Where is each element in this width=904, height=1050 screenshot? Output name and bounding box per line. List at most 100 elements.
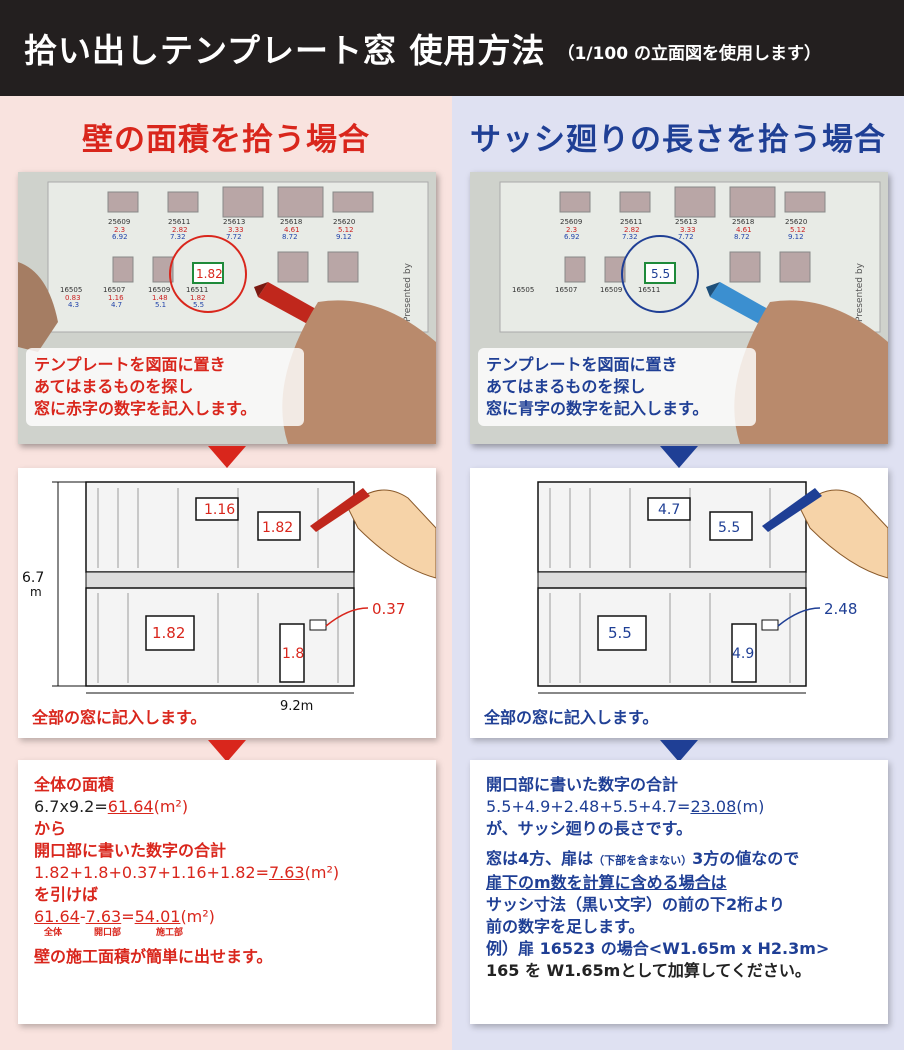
wall-area-calc: 全体の面積 6.7x9.2=61.64(m²) から 開口部に書いた数字の合計 … [18, 760, 436, 1024]
calc-line: 開口部に書いた数字の合計 [34, 841, 227, 860]
photo-code: 16505 [60, 286, 82, 294]
window-label: 1.16 [204, 502, 235, 518]
calc-line: 例）扉 16523 の場合<W1.65m x H2.3m> [486, 939, 830, 958]
photo-value: 6.92 [112, 233, 128, 241]
photo-value: 7.32 [170, 233, 186, 241]
photo-code: 16511 [638, 286, 660, 294]
calc-line: 全体の面積 [34, 775, 115, 794]
calc-line: 開口部に書いた数字の合計 [486, 775, 679, 794]
window-label: 1.82 [262, 520, 293, 536]
calc-line: を引けば [34, 885, 99, 904]
photo-code: 25609 [560, 218, 582, 226]
height-label: 6.7 [22, 570, 44, 586]
photo-code: 25618 [280, 218, 302, 226]
caption-line: あてはまるものを探し [34, 377, 194, 396]
photo-value: 7.32 [622, 233, 638, 241]
elevation-drawing-illustration: 4.7 5.5 5.5 4.9 2.48 [537, 481, 888, 694]
photo-code: 16509 [600, 286, 622, 294]
caption-line: テンプレートを図面に置き [486, 355, 678, 374]
photo-value: 4.61 [736, 226, 752, 234]
height-unit: m [30, 585, 42, 599]
caption-line: 窓に青字の数字を記入します。 [486, 399, 709, 418]
photo-code: 16505 [512, 286, 534, 294]
photo-value: 4.3 [68, 301, 79, 309]
photo-code: 25609 [108, 218, 130, 226]
calc-line: 扉下のm数を計算に含める場合は [486, 873, 727, 892]
caption-line: テンプレートを図面に置き [34, 355, 226, 374]
photo-watermark: Presented by [403, 262, 413, 322]
arrow-down-icon [208, 446, 246, 468]
photo-value: 8.72 [734, 233, 750, 241]
photo-value: 9.12 [336, 233, 352, 241]
window-label: 4.7 [658, 502, 680, 518]
calc-line: が、サッシ廻りの長さです。 [486, 819, 693, 838]
calc-line: 壁の施工面積が簡単に出せます。 [34, 947, 273, 966]
photo-value: 0.83 [65, 294, 81, 302]
photo-code: 16507 [555, 286, 577, 294]
arrow-down-icon [660, 740, 698, 762]
calc-sublabels: 全体 開口部 施工部 [44, 928, 184, 938]
elevation-drawing-illustration: 1.16 1.82 1.82 1.8 0.37 6.7 m 9.2m [22, 481, 436, 714]
photo-value: 5.1 [155, 301, 166, 309]
arrow-down-icon [208, 740, 246, 762]
photo-code: 16507 [103, 286, 125, 294]
wall-area-title: 壁の面積を拾う場合 [82, 122, 370, 158]
photo-value: 5.5 [193, 301, 204, 309]
photo-value: 1.82 [190, 294, 206, 302]
calc-line: 1.82+1.8+0.37+1.16+1.82=7.63(m²) [34, 863, 340, 882]
window-label: 2.48 [824, 600, 857, 618]
photo-value: 7.72 [226, 233, 242, 241]
photo-value: 7.72 [678, 233, 694, 241]
window-label: 1.82 [152, 624, 185, 642]
page-subtitle: （1/100 の立面図を使用します） [557, 43, 821, 64]
photo-value: 2.3 [114, 226, 125, 234]
calc-line: 5.5+4.9+2.48+5.5+4.7=23.08(m) [486, 797, 765, 816]
photo-code: 25620 [333, 218, 355, 226]
door-label: 1.8 [282, 646, 304, 662]
width-label: 9.2m [280, 699, 313, 714]
photo-value: 8.72 [282, 233, 298, 241]
photo-watermark: Presented by [855, 262, 865, 322]
photo-highlight: 5.5 [651, 267, 670, 281]
drawing-caption-red: 全部の窓に記入します。 [32, 708, 207, 727]
photo-value: 4.61 [284, 226, 300, 234]
caption-line: 窓に赤字の数字を記入します。 [34, 399, 257, 418]
photo-value: 9.12 [788, 233, 804, 241]
calc-line: から [34, 819, 67, 838]
sash-length-calc: 開口部に書いた数字の合計 5.5+4.9+2.48+5.5+4.7=23.08(… [470, 760, 888, 1024]
photo-value: 6.92 [564, 233, 580, 241]
door-label: 4.9 [732, 646, 754, 662]
photo-value: 5.12 [338, 226, 354, 234]
photo-value: 3.33 [680, 226, 696, 234]
calc-line: 窓は4方、扉は（下部を含まない）3方の値なので [486, 849, 800, 868]
calc-line: 165 を W1.65mとして加算してください。 [486, 961, 811, 980]
sash-length-title: サッシ廻りの長さを拾う場合 [470, 122, 886, 158]
photo-highlight: 1.82 [196, 267, 223, 281]
photo-code: 16509 [148, 286, 170, 294]
page-title: 拾い出しテンプレート窓 使用方法 [24, 31, 546, 70]
photo-value: 4.7 [111, 301, 122, 309]
template-photo-blue: 25609 25611 25613 25618 25620 16505 1650… [470, 172, 888, 444]
calc-line: 6.7x9.2=61.64(m²) [34, 797, 189, 816]
photo-value: 1.16 [108, 294, 124, 302]
window-label: 5.5 [718, 520, 740, 536]
arrow-down-icon [660, 446, 698, 468]
page-header: 拾い出しテンプレート窓 使用方法 （1/100 の立面図を使用します） [0, 0, 904, 96]
window-label: 0.37 [372, 600, 405, 618]
calc-line: 前の数字を足します。 [486, 917, 645, 936]
photo-code: 25613 [675, 218, 697, 226]
photo-code: 25611 [620, 218, 642, 226]
drawing-caption-blue: 全部の窓に記入します。 [484, 708, 659, 727]
calc-line: サッシ寸法（黒い文字）の前の下2桁より [486, 895, 785, 914]
elevation-drawing-red: 1.16 1.82 1.82 1.8 0.37 6.7 m 9.2m 全部の窓に… [18, 468, 436, 738]
caption-line: あてはまるものを探し [486, 377, 646, 396]
photo-value: 5.12 [790, 226, 806, 234]
photo-code: 25613 [223, 218, 245, 226]
wall-area-column: 壁の面積を拾う場合 25609 25611 25613 25618 25620 … [0, 96, 452, 1050]
calc-line: 61.64-7.63=54.01(m²) [34, 907, 215, 926]
photo-value: 2.3 [566, 226, 577, 234]
photo-value: 3.33 [228, 226, 244, 234]
template-photo-red: 25609 25611 25613 25618 25620 16505 1650… [18, 172, 436, 444]
photo-value: 1.48 [152, 294, 168, 302]
photo-code: 25611 [168, 218, 190, 226]
